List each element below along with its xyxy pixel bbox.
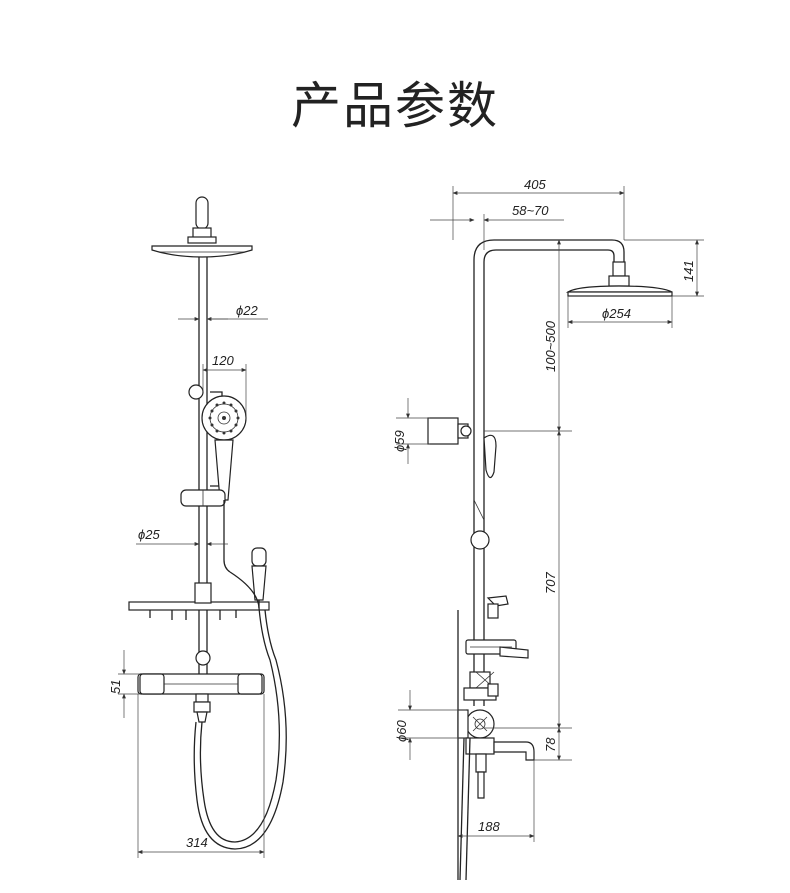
- dim-head-height: 141: [624, 239, 704, 297]
- front-shelf: [128, 582, 270, 620]
- side-shelf: [465, 639, 529, 659]
- dim-label: 707: [543, 572, 558, 594]
- side-wall-bracket: [427, 417, 472, 445]
- dim-label: 141: [681, 260, 696, 282]
- front-rain-head: [151, 245, 253, 258]
- dim-label: 405: [524, 177, 546, 192]
- dim-label: 51: [108, 680, 123, 694]
- dim-height-adjust: 100~500: [484, 239, 572, 432]
- dim-label: 188: [478, 819, 500, 834]
- side-hand-shower: [473, 434, 497, 521]
- dim-head-diameter: ϕ254: [567, 296, 673, 328]
- dim-label: 78: [543, 737, 558, 752]
- dim-mixer-height: 51: [108, 650, 140, 718]
- dim-label: ϕ254: [602, 306, 631, 321]
- dim-arm-length: 405: [452, 177, 625, 240]
- page-title: 产品参数: [291, 77, 499, 135]
- side-view: 405 58~70 141 ϕ254: [392, 177, 704, 881]
- side-rain-head: [565, 261, 673, 297]
- front-view: ϕ22 120 ϕ25 51: [108, 196, 287, 858]
- dim-valve-diameter: ϕ60: [394, 690, 466, 760]
- dim-pipe-diameter: ϕ22: [178, 303, 268, 321]
- dim-label: ϕ60: [394, 720, 409, 742]
- side-bidet-spray: [486, 595, 509, 619]
- dim-label: ϕ25: [138, 527, 160, 542]
- front-slider: [180, 489, 226, 507]
- dim-bracket-diameter: ϕ59: [392, 398, 430, 464]
- front-hand-shower: [188, 384, 247, 501]
- front-bidet-spray: [251, 547, 267, 608]
- dim-spout-reach: 188: [457, 760, 535, 842]
- dim-label: 314: [186, 835, 208, 850]
- dim-label: ϕ59: [392, 430, 407, 452]
- dim-spout-drop: 78: [534, 727, 572, 761]
- dim-overall-width: 314: [137, 694, 265, 858]
- ceiling-connector: [187, 196, 217, 244]
- dim-handshower-width: 120: [202, 353, 247, 420]
- dim-bar-diameter: ϕ25: [136, 527, 228, 546]
- dim-label: 58~70: [512, 203, 549, 218]
- dim-label: 100~500: [543, 320, 558, 372]
- dim-label: 120: [212, 353, 234, 368]
- front-thermostatic-mixer: [137, 673, 265, 723]
- dim-arm-adjust: 58~70: [430, 203, 564, 250]
- dim-label: ϕ22: [236, 303, 258, 318]
